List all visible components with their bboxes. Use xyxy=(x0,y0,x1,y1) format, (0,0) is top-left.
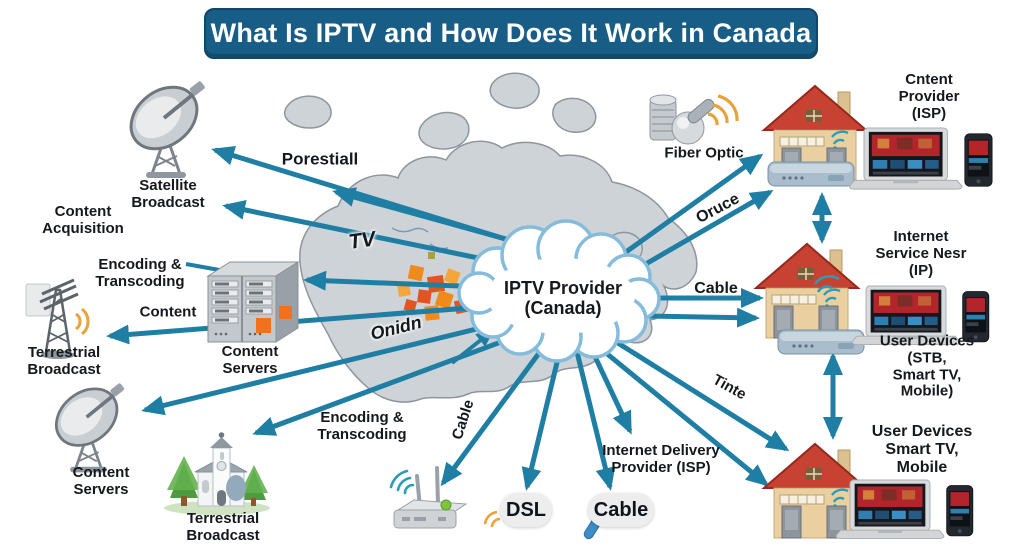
title-banner: What Is IPTV and How Does It Work in Can… xyxy=(204,8,818,59)
label-user-devices-bottom: User Devices Smart TV, Mobile xyxy=(871,423,973,476)
wifi-waves-icon xyxy=(813,275,840,293)
arrow xyxy=(647,307,760,328)
arrow xyxy=(521,349,563,491)
label-content-servers-mid: Content Servers xyxy=(221,343,279,377)
label-internet-delivery: Internet Delivery Provider (ISP) xyxy=(602,442,720,476)
dsl-signal-icon xyxy=(483,510,501,528)
label-user-devices-stb: User Devices (STB, Smart TV, Mobile) xyxy=(879,332,975,400)
router-box-icon-top xyxy=(767,161,855,187)
page-title: What Is IPTV and How Does It Work in Can… xyxy=(210,18,812,48)
arrow xyxy=(598,346,770,487)
label-fiber-optic: Fiber Optic xyxy=(664,144,744,162)
wifi-router-icon xyxy=(389,466,468,530)
label-content-acquisition: Content Acquisition xyxy=(42,203,124,237)
arrow xyxy=(141,311,539,416)
label-cable-right: Cable xyxy=(694,280,738,298)
arrow xyxy=(252,323,545,436)
label-content-servers-bottom: Content Servers xyxy=(72,464,130,498)
label-content: Content xyxy=(139,303,197,321)
arrow xyxy=(574,351,616,491)
arrow xyxy=(440,343,548,487)
arrow xyxy=(623,189,774,279)
dsl-badge-label: DSL xyxy=(506,498,546,521)
label-content-provider: Cntent Provider (ISP) xyxy=(898,70,960,122)
label-porestiall: Porestiall xyxy=(281,149,359,169)
arrow xyxy=(610,153,764,265)
arrow xyxy=(587,344,633,435)
house-icon-mid xyxy=(754,242,860,340)
label-encoding-transcoding-bottom: Encoding & Transcoding xyxy=(317,409,407,443)
label-internet-service: Internet Service Nesr (IP) xyxy=(875,227,967,279)
satellite-dish-icon-2 xyxy=(43,375,130,475)
laptop-phone-icon-top xyxy=(848,127,993,190)
dsl-badge: DSL xyxy=(500,493,552,527)
arrow xyxy=(608,335,790,452)
router-box-icon-mid xyxy=(777,329,865,355)
label-terrestrial-broadcast-left: Terrestrial Broadcast xyxy=(27,344,101,378)
laptop-phone-icon-bottom xyxy=(835,479,974,540)
content-server-icon xyxy=(207,261,299,343)
cable-badge: Cable xyxy=(588,493,654,527)
cloud-label: IPTV Provider (Canada) xyxy=(503,277,623,318)
satellite-dish-icon xyxy=(117,72,211,180)
label-satellite-broadcast: Satellite Broadcast xyxy=(131,177,205,211)
fiber-optic-icon xyxy=(648,93,739,146)
church-icon xyxy=(163,431,271,516)
label-encoding-transcoding-left: Encoding & Transcoding xyxy=(95,256,185,290)
iptv-cloud xyxy=(457,219,661,363)
cable-badge-label: Cable xyxy=(593,498,649,521)
label-terrestrial-broadcast-bottom: Terrestrial Broadcast xyxy=(186,510,260,544)
label-tv: TV xyxy=(347,227,377,255)
